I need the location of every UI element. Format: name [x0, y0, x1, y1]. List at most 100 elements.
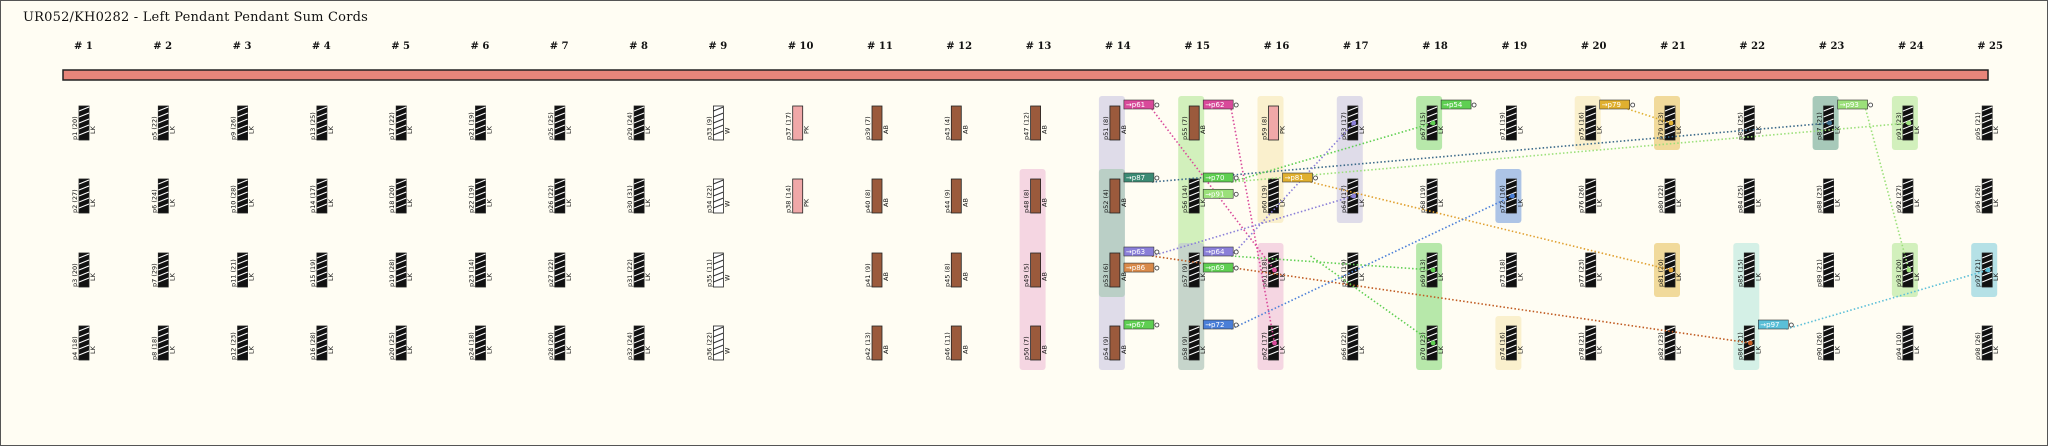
cord-label: p26 (22): [547, 185, 555, 213]
cord-label: p47 (12): [1023, 112, 1031, 140]
knot-mark: [78, 130, 90, 136]
knot-mark: [1823, 203, 1834, 209]
cord-color-code: LK: [1199, 345, 1207, 354]
knot-mark: [1902, 203, 1914, 209]
cord-label: p12 (23): [230, 332, 238, 360]
knot-mark: [554, 118, 565, 124]
cord-label: p73 (18): [1498, 259, 1506, 287]
cord-label: p20 (25): [388, 332, 396, 360]
pendant-cord: p92 (27)LK: [1895, 178, 1921, 214]
knot-mark: [1347, 259, 1358, 265]
sum-tag-box: [1123, 172, 1155, 183]
knot-mark: [713, 271, 724, 277]
knot-mark: [1664, 185, 1676, 191]
knot-mark: [633, 191, 645, 197]
cord-label: p56 (14): [1181, 185, 1189, 213]
knot-mark: [475, 124, 486, 130]
cord-color-code: LK: [327, 345, 335, 354]
knot-mark: [1268, 259, 1279, 265]
knot-mark: [475, 344, 486, 350]
cord-color-code: LK: [1913, 272, 1921, 281]
knot-mark: [1585, 130, 1596, 136]
pendant-cord: p28 (20)LK: [547, 325, 573, 361]
cord-color-code: LK: [1596, 198, 1604, 207]
knot-mark: [158, 130, 169, 136]
knot-mark: [475, 130, 486, 136]
cord-label: p10 (28): [230, 185, 238, 213]
knot-mark: [1585, 265, 1596, 271]
knot-mark: [1268, 179, 1279, 185]
pendant-cord: p48 (8)AB: [1023, 178, 1049, 214]
knot-mark: [633, 277, 645, 283]
group-header: # 4: [312, 41, 331, 52]
group-header: # 2: [153, 41, 172, 52]
knot-mark: [1823, 185, 1834, 191]
sum-link: [1151, 255, 1751, 344]
knot-mark: [1744, 203, 1755, 209]
cord-label: p93 (20): [1895, 259, 1903, 287]
knot-mark: [1902, 124, 1914, 130]
cord-color-code: LK: [1516, 198, 1524, 207]
cord-color-code: LK: [1834, 272, 1842, 281]
knot-mark: [633, 203, 645, 209]
knot-mark: [396, 344, 407, 350]
knot-mark: [1585, 185, 1596, 191]
pendant-cord: p50 (7)AB: [1023, 325, 1049, 361]
knot-mark: [237, 259, 248, 265]
knot-mark: [316, 265, 328, 271]
knot-mark: [316, 106, 328, 112]
sum-tag-anchor: [1630, 102, 1636, 108]
knot-mark: [1347, 203, 1358, 209]
knot-mark: [1506, 326, 1517, 332]
knot-mark: [396, 124, 407, 130]
group-header: # 15: [1184, 41, 1210, 52]
knot-mark: [158, 332, 169, 338]
cord-label: p74 (16): [1498, 332, 1506, 360]
knot-mark: [1426, 124, 1438, 130]
knot-mark: [237, 350, 248, 356]
sum-tag-box: [1123, 262, 1155, 273]
knot-mark: [713, 124, 724, 130]
sum-link-end: [1351, 193, 1357, 199]
pendant-cord: p78 (21)LK: [1578, 325, 1604, 361]
sum-link: [1231, 255, 1434, 271]
knot-mark: [1664, 179, 1676, 185]
cord-color-code: LK: [1279, 198, 1287, 207]
cord-color-code: AB: [1041, 345, 1049, 354]
pendant-cord: p30 (31)LK: [626, 178, 652, 214]
cord-color-code: AB: [882, 125, 890, 134]
highlight-band: [1098, 96, 1125, 370]
cord-label: p96 (26): [1974, 185, 1982, 213]
knot-mark: [396, 118, 407, 124]
knot-mark: [1347, 185, 1358, 191]
knot-mark: [554, 344, 565, 350]
knot-mark: [1189, 271, 1200, 277]
knot-mark: [78, 191, 90, 197]
sum-link-end: [1906, 120, 1912, 126]
cord-color-code: LK: [565, 125, 573, 134]
cord-color-code: LK: [565, 272, 573, 281]
knot-mark: [1585, 118, 1596, 124]
cord-color-code: LK: [1675, 198, 1683, 207]
knot-mark: [1982, 124, 1993, 130]
knot-mark: [475, 332, 486, 338]
cord-label: p29 (24): [626, 112, 634, 140]
knot-mark: [554, 350, 565, 356]
sum-tag-label: →p64: [1205, 248, 1225, 256]
pendant-cord: p74 (16)LK: [1498, 325, 1524, 361]
knot-mark: [1189, 277, 1200, 283]
knot-mark: [237, 191, 248, 197]
knot-mark: [1664, 203, 1676, 209]
knot-mark: [237, 277, 248, 283]
knot-mark: [1506, 259, 1517, 265]
pendant-cord: p38 (14)PK: [785, 178, 811, 214]
knot-mark: [475, 271, 486, 277]
cord-label: p22 (19): [468, 185, 476, 213]
cord-label: p95 (21): [1974, 112, 1982, 140]
knot-mark: [1506, 253, 1517, 259]
knot-mark: [396, 185, 407, 191]
knot-mark: [554, 259, 565, 265]
sum-tag-box: [1599, 99, 1630, 110]
knot-mark: [316, 179, 328, 185]
cord-color-code: LK: [1992, 345, 2000, 354]
